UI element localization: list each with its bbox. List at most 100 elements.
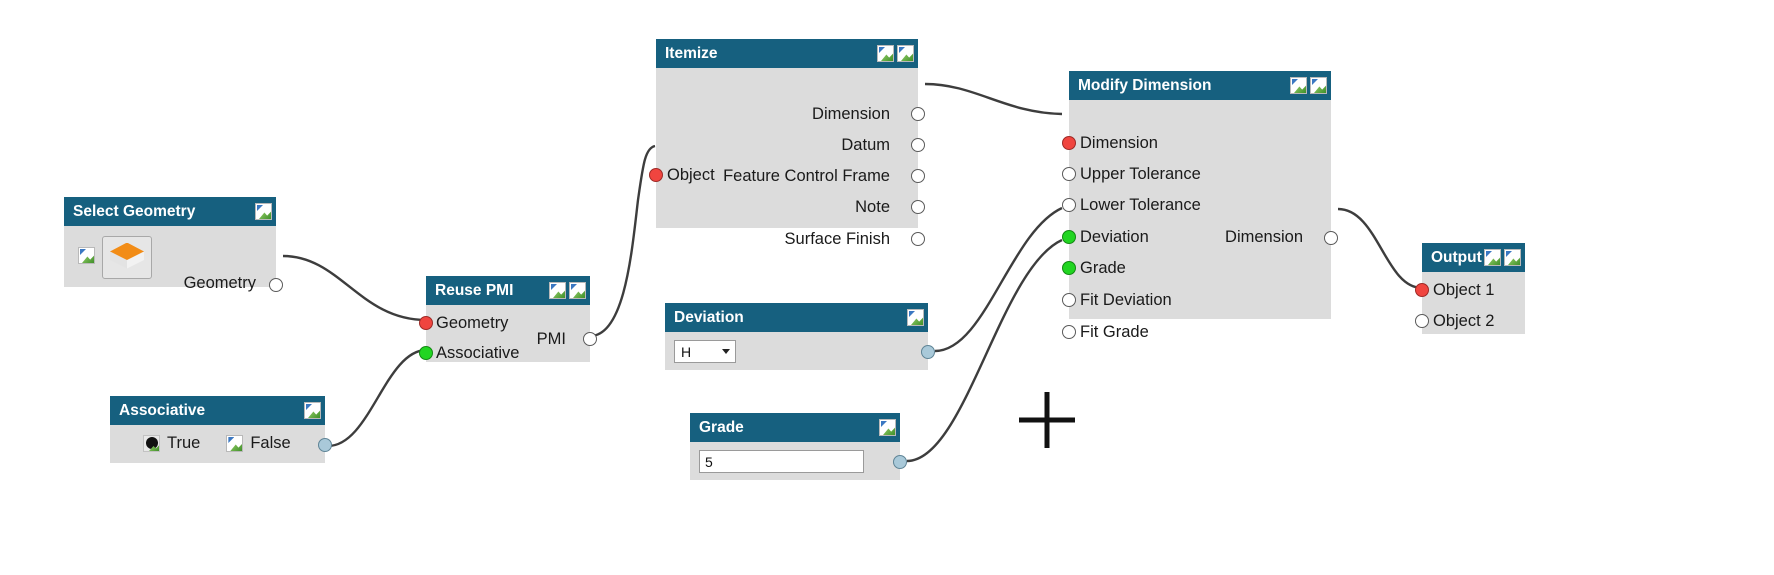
input-port-object-2[interactable] — [1415, 314, 1429, 328]
broken-image-icon[interactable] — [897, 45, 914, 62]
title-icon-group[interactable] — [877, 45, 914, 62]
node-title-label: Modify Dimension — [1078, 77, 1212, 94]
node-associative[interactable]: Associative True False — [110, 396, 332, 463]
broken-image-icon[interactable] — [877, 45, 894, 62]
output-label-pmi: PMI — [536, 330, 566, 348]
node-title-output[interactable]: Output — [1422, 243, 1525, 272]
broken-image-icon[interactable] — [255, 203, 272, 220]
broken-image-icon[interactable] — [226, 435, 244, 452]
input-label-associative: Associative — [436, 344, 520, 362]
port-label-geometry-out: Geometry — [183, 274, 256, 292]
radio-true-selected-icon[interactable] — [143, 435, 160, 452]
broken-image-icon[interactable] — [907, 309, 924, 326]
node-title-associative[interactable]: Associative — [110, 396, 325, 425]
node-body-grade: 5 — [690, 442, 907, 480]
node-title-modify-dimension[interactable]: Modify Dimension — [1069, 71, 1331, 100]
node-title-reuse-pmi[interactable]: Reuse PMI — [426, 276, 590, 305]
output-label-dimension: Dimension — [1225, 228, 1303, 246]
input-port-fit-deviation[interactable] — [1062, 293, 1076, 307]
broken-image-icon[interactable] — [304, 402, 321, 419]
node-title-select-geometry[interactable]: Select Geometry — [64, 197, 276, 226]
node-output[interactable]: Output Object 1 Object 2 — [1415, 243, 1525, 334]
title-icon-group[interactable] — [1290, 77, 1327, 94]
output-port-feature-control-frame[interactable] — [911, 169, 925, 183]
wire-itemize-to-modifydimension — [924, 82, 1063, 116]
output-port-deviation[interactable] — [921, 345, 935, 359]
input-port-fit-grade[interactable] — [1062, 325, 1076, 339]
node-title-deviation[interactable]: Deviation — [665, 303, 928, 332]
node-title-label: Output — [1431, 249, 1482, 266]
deviation-select[interactable]: H — [674, 340, 736, 363]
node-modify-dimension[interactable]: Modify Dimension Dimension Upper Toleran… — [1062, 71, 1338, 341]
geometry-select-button[interactable] — [102, 236, 152, 279]
output-label-dimension: Dimension — [812, 105, 890, 123]
broken-image-icon[interactable] — [549, 282, 566, 299]
output-port-associative[interactable] — [318, 438, 332, 452]
input-label-geometry: Geometry — [436, 314, 509, 332]
node-deviation[interactable]: Deviation H — [665, 303, 935, 370]
node-itemize[interactable]: Itemize Object Dimension Datum Feature C… — [649, 39, 925, 248]
node-grade[interactable]: Grade 5 — [690, 413, 907, 480]
title-icon-group[interactable] — [1484, 249, 1521, 266]
node-select-geometry[interactable]: Select Geometry Geometry — [64, 197, 283, 292]
node-title-grade[interactable]: Grade — [690, 413, 900, 442]
input-port-grade[interactable] — [1062, 261, 1076, 275]
output-port-dimension[interactable] — [1324, 231, 1338, 245]
node-title-label: Grade — [699, 419, 744, 436]
output-port-surface-finish[interactable] — [911, 232, 925, 246]
wire-modifydimension-to-output — [1337, 207, 1423, 290]
input-port-object[interactable] — [649, 168, 663, 182]
wire-selectgeometry-to-reusepmi — [282, 254, 427, 322]
broken-image-icon[interactable] — [879, 419, 896, 436]
output-port-grade[interactable] — [893, 455, 907, 469]
output-port-pmi[interactable] — [583, 332, 597, 346]
title-icon-group[interactable] — [879, 419, 896, 436]
radio-label-false[interactable]: False — [250, 434, 291, 452]
associative-option-group[interactable]: True False — [143, 434, 291, 453]
node-title-label: Deviation — [674, 309, 744, 326]
input-label-object-1: Object 1 — [1433, 281, 1495, 299]
broken-image-icon[interactable] — [1484, 249, 1501, 266]
input-label-deviation: Deviation — [1080, 228, 1149, 246]
output-port-dimension[interactable] — [911, 107, 925, 121]
broken-image-icon[interactable] — [569, 282, 586, 299]
node-title-label: Associative — [119, 402, 206, 419]
input-port-geometry[interactable] — [419, 316, 433, 330]
node-title-label: Reuse PMI — [435, 282, 514, 299]
title-icon-group[interactable] — [255, 203, 272, 220]
broken-image-icon[interactable] — [1290, 77, 1307, 94]
output-label-surface-finish: Surface Finish — [784, 230, 890, 248]
broken-image-icon[interactable] — [1504, 249, 1521, 266]
title-icon-group[interactable] — [304, 402, 321, 419]
input-port-upper-tolerance[interactable] — [1062, 167, 1076, 181]
title-icon-group[interactable] — [907, 309, 924, 326]
chevron-down-icon[interactable] — [717, 341, 735, 362]
orange-cube-icon — [110, 242, 144, 273]
input-port-object-1[interactable] — [1415, 283, 1429, 297]
output-port-note[interactable] — [911, 200, 925, 214]
output-label-feature-control-frame: Feature Control Frame — [723, 167, 890, 185]
node-title-itemize[interactable]: Itemize — [656, 39, 918, 68]
broken-image-icon[interactable] — [78, 247, 95, 264]
radio-label-true[interactable]: True — [167, 434, 201, 452]
wire-reusepmi-to-itemize — [589, 144, 656, 338]
output-label-note: Note — [855, 198, 890, 216]
node-title-label: Itemize — [665, 45, 718, 62]
input-label-object-2: Object 2 — [1433, 312, 1495, 330]
output-port-datum[interactable] — [911, 138, 925, 152]
input-label-upper-tolerance: Upper Tolerance — [1080, 165, 1201, 183]
crosshair-cursor — [1019, 392, 1075, 448]
node-reuse-pmi[interactable]: Reuse PMI Geometry Associative PMI — [419, 276, 597, 362]
input-port-deviation[interactable] — [1062, 230, 1076, 244]
input-label-lower-tolerance: Lower Tolerance — [1080, 196, 1201, 214]
wire-associative-to-reusepmi — [327, 348, 427, 448]
broken-image-icon[interactable] — [1310, 77, 1327, 94]
input-port-associative[interactable] — [419, 346, 433, 360]
input-label-grade: Grade — [1080, 259, 1126, 277]
input-port-lower-tolerance[interactable] — [1062, 198, 1076, 212]
output-port-geometry[interactable] — [269, 278, 283, 292]
title-icon-group[interactable] — [549, 282, 586, 299]
grade-input[interactable]: 5 — [699, 450, 864, 473]
input-port-dimension[interactable] — [1062, 136, 1076, 150]
